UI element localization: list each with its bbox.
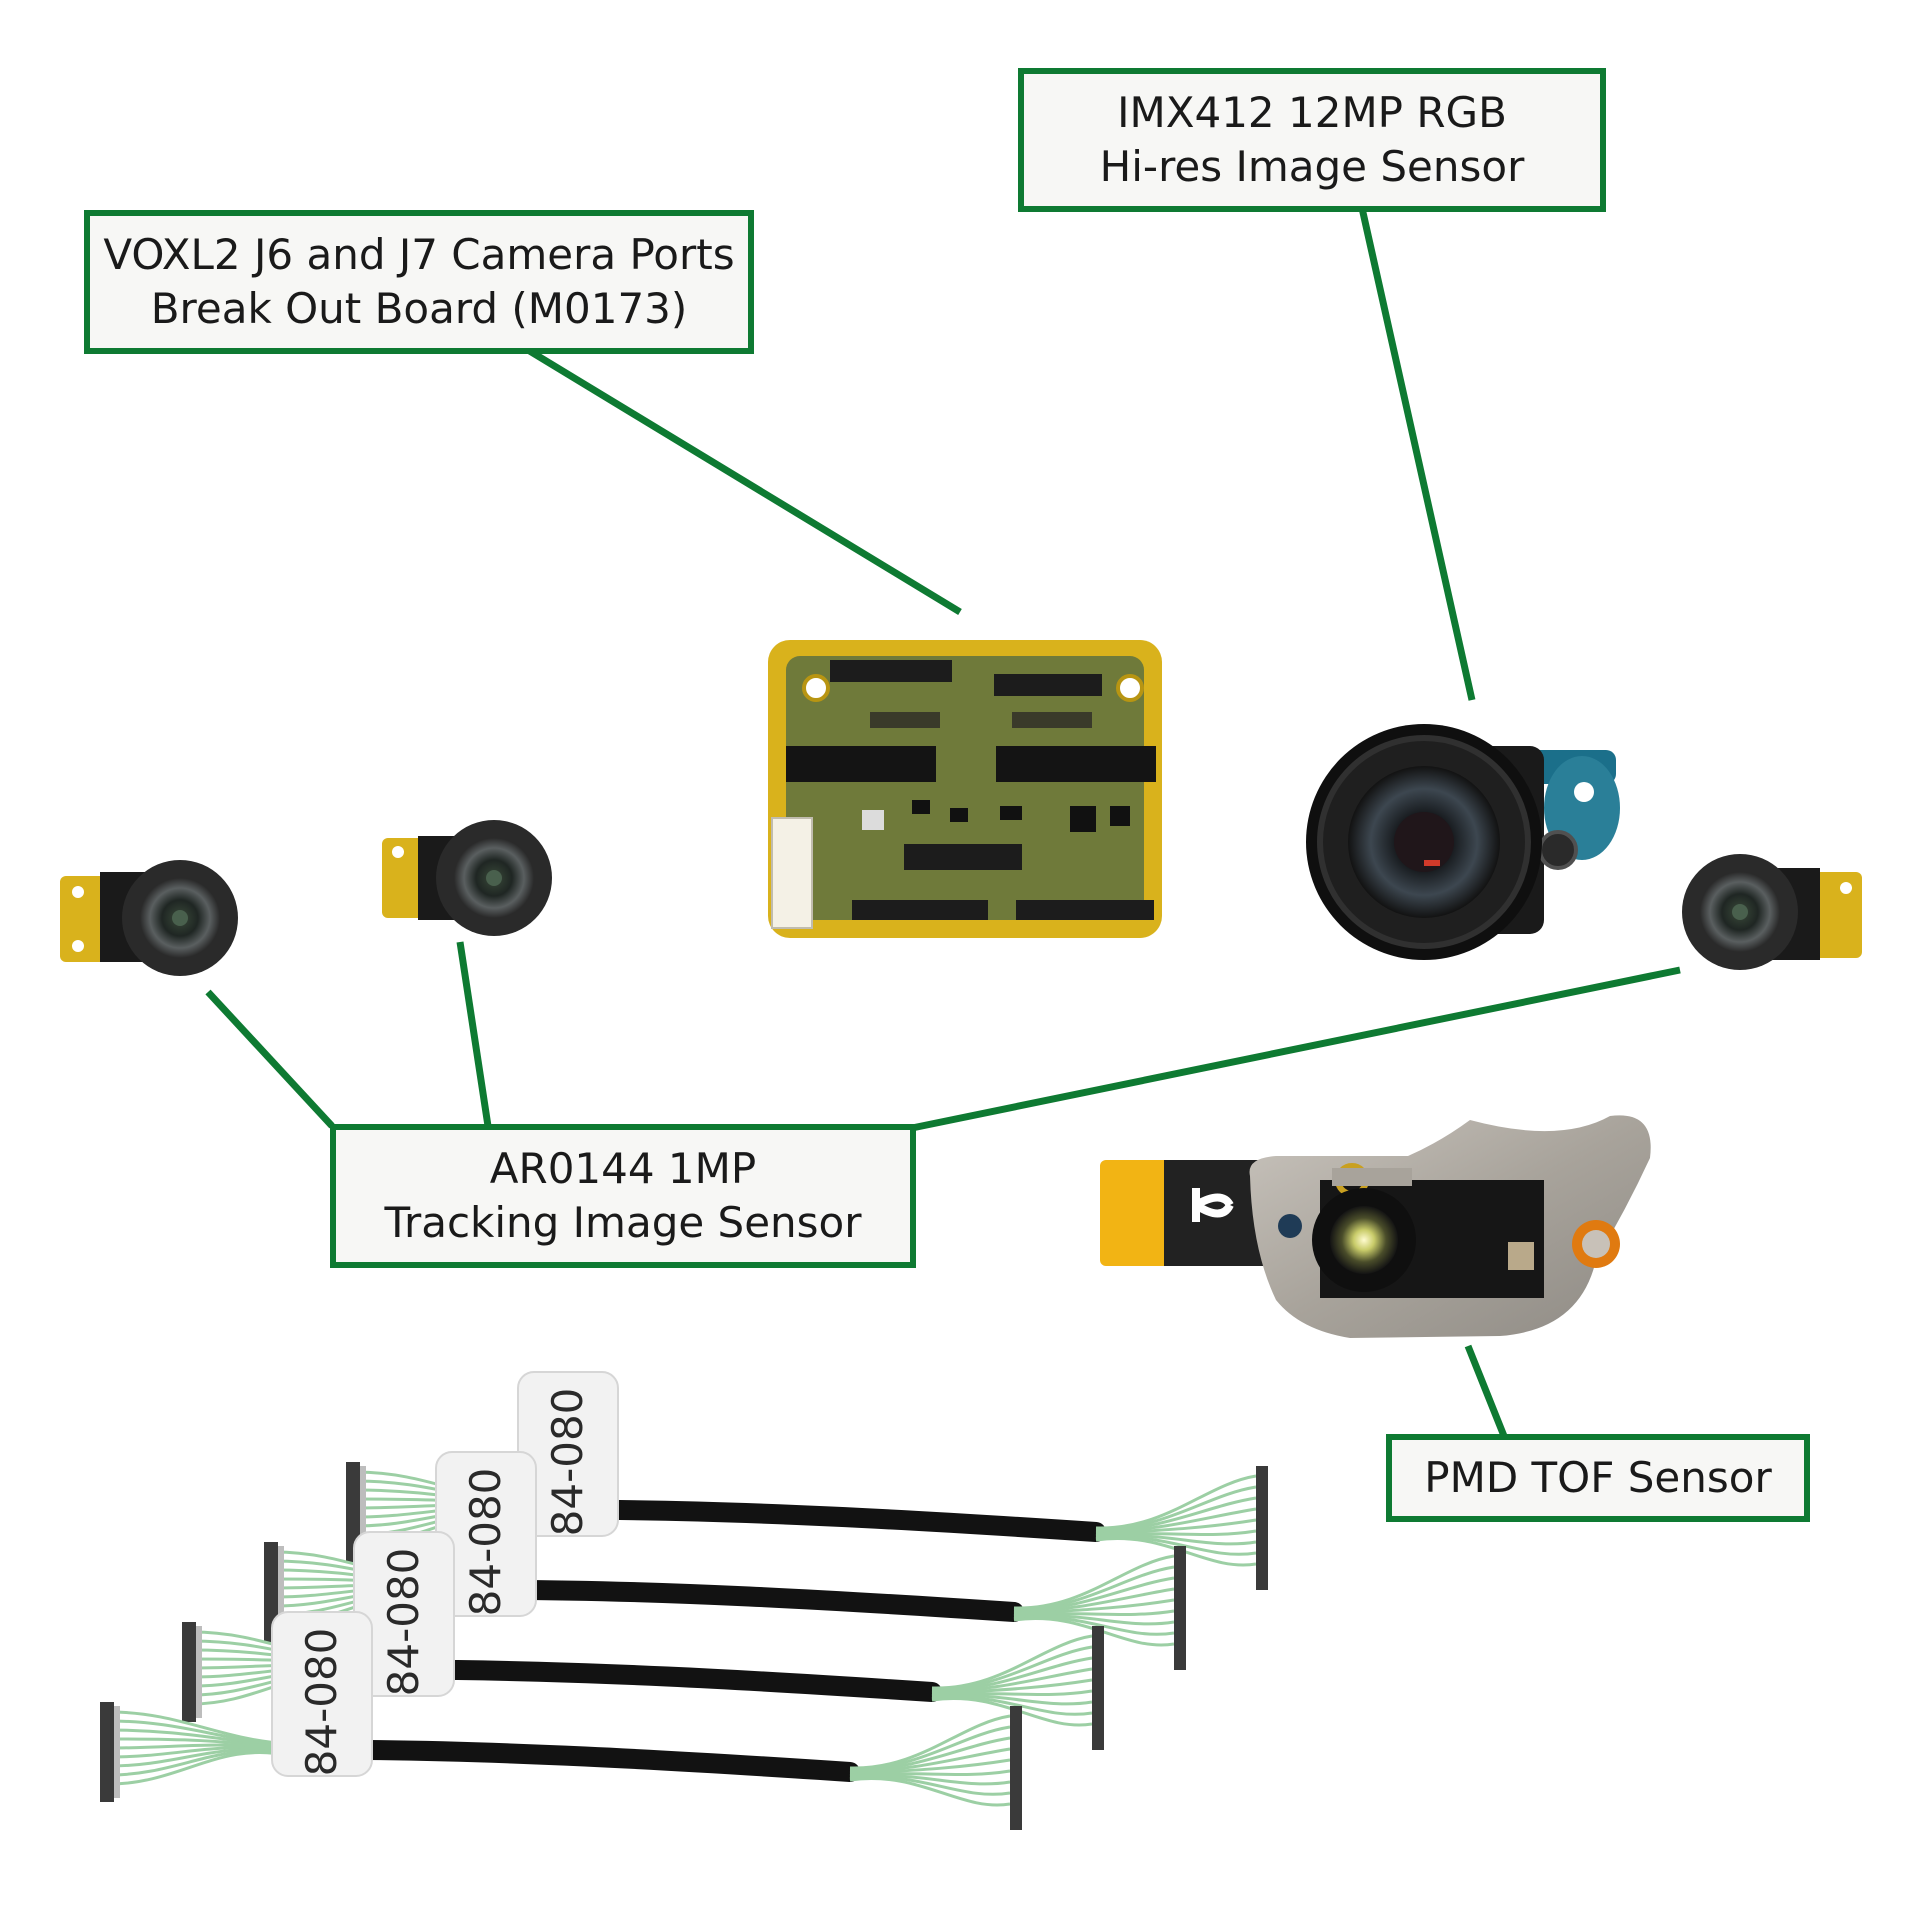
leader-line-tof: [1464, 1344, 1508, 1438]
leader-line-breakout-board: [526, 347, 962, 615]
leader-line-imx412: [1358, 207, 1476, 701]
callout-tof: PMD TOF Sensor: [1386, 1434, 1810, 1522]
ar0144-camera-middle-image: [382, 820, 552, 936]
leader-line-ar0144-right: [911, 966, 1681, 1132]
cable-group: 84-080 84-080 84-080 84-080: [100, 1371, 1268, 1830]
cable-label: 84-080: [543, 1388, 592, 1537]
callout-breakout-board-line1: VOXL2 J6 and J7 Camera Ports: [103, 230, 735, 279]
callout-ar0144-line1: AR0144 1MP: [489, 1144, 757, 1193]
breakout-board-image: [768, 640, 1162, 938]
ar0144-camera-left-image: [60, 860, 238, 976]
leader-lines: [205, 207, 1681, 1438]
cable: 84-080: [182, 1531, 1104, 1750]
cable-label: 84-080: [379, 1548, 428, 1697]
cable-label: 84-080: [297, 1628, 346, 1777]
callout-breakout-board-line2: Break Out Board (M0173): [150, 284, 688, 333]
callout-tof-line1: PMD TOF Sensor: [1424, 1453, 1772, 1502]
cable-label: 84-080: [461, 1468, 510, 1617]
callout-imx412-line2: Hi-res Image Sensor: [1099, 142, 1525, 191]
callout-breakout-board: VOXL2 J6 and J7 Camera Ports Break Out B…: [84, 210, 754, 354]
cable: 84-080: [100, 1611, 1022, 1830]
callout-ar0144: AR0144 1MP Tracking Image Sensor: [330, 1124, 916, 1268]
tof-sensor-image: [1100, 1115, 1651, 1338]
callout-imx412: IMX412 12MP RGB Hi-res Image Sensor: [1018, 68, 1606, 212]
leader-line-ar0144-left: [205, 989, 335, 1129]
leader-line-ar0144-middle: [456, 941, 492, 1127]
ar0144-camera-right-image: [1682, 854, 1862, 970]
cable: 84-080: [264, 1451, 1186, 1670]
callout-ar0144-line2: Tracking Image Sensor: [384, 1198, 862, 1247]
callout-imx412-line1: IMX412 12MP RGB: [1117, 88, 1507, 137]
imx412-camera-image: [1306, 724, 1620, 960]
